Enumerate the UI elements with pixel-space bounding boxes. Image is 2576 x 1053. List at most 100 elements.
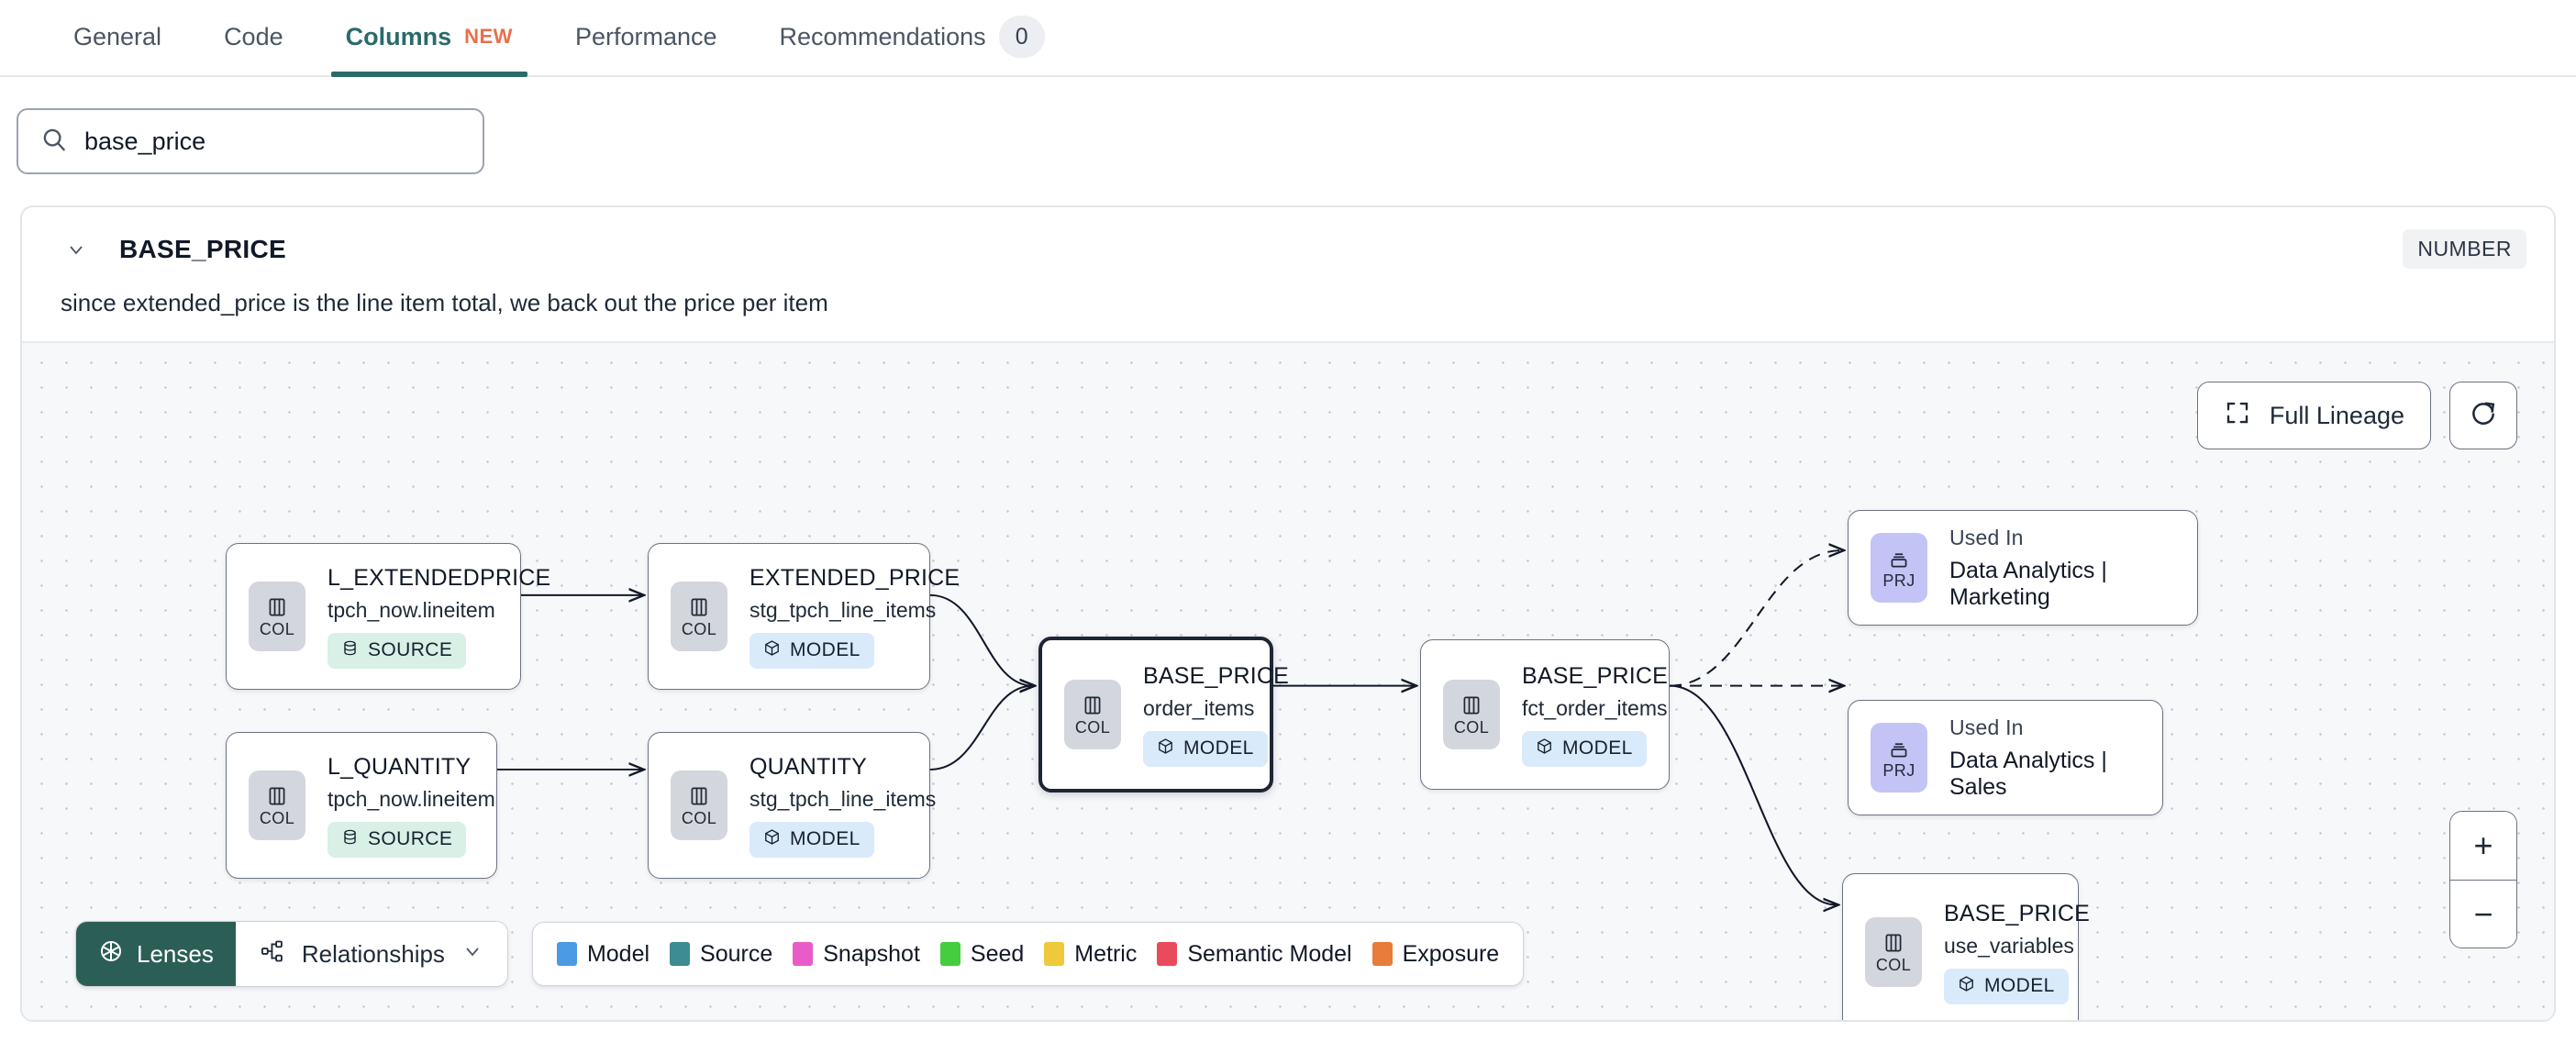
node-subtitle: Data Analytics | Sales [1949,747,2107,800]
legend-item-model: Model [556,940,650,968]
tab-bar: General Code Columns NEW Performance Rec… [0,0,2576,77]
node-title: L_EXTENDEDPRICE [328,564,551,591]
node-subtitle: order_items [1143,695,1255,720]
column-icon: COL [1064,680,1121,749]
search-box[interactable] [17,108,484,174]
cube-icon [763,828,781,851]
node-subtitle: stg_tpch_line_items [749,597,937,622]
node-tag: MODEL [1944,968,2069,1004]
node-tag: MODEL [1143,730,1268,767]
search-area [0,77,2576,174]
node-subtitle: fct_order_items [1522,695,1668,720]
search-icon [40,126,68,158]
cube-icon [763,639,781,662]
project-icon: PRJ [1871,533,1927,603]
node-title: QUANTITY [749,753,867,780]
relationships-dropdown[interactable]: Relationships [235,922,507,986]
node-subtitle: stg_tpch_line_items [749,786,937,811]
column-type-badge: NUMBER [2403,229,2526,269]
refresh-button[interactable] [2449,382,2517,449]
column-icon: COL [1865,917,1922,987]
lineage-node-extended-price[interactable]: COL EXTENDED_PRICE stg_tpch_line_items M… [648,543,960,690]
chevron-down-icon[interactable] [61,234,92,265]
node-tag-label: MODEL [1562,737,1633,759]
tab-label: Columns [345,22,452,50]
node-title: EXTENDED_PRICE [749,564,960,591]
cube-icon [1157,737,1174,760]
legend-swatch [556,942,577,966]
node-subtitle: tpch_now.lineitem [328,597,495,622]
tab-label: Recommendations [779,22,986,50]
legend-label: Seed [970,940,1025,967]
node-subtitle: use_variables [1944,933,2074,958]
lenses-button[interactable]: Lenses [76,922,236,986]
node-tag: MODEL [749,632,874,669]
legend-item-source: Source [670,941,772,968]
node-tag: SOURCE [328,632,467,669]
relationships-label: Relationships [301,939,445,968]
legend-item-snapshot: Snapshot [793,941,920,968]
column-icon: COL [671,582,727,651]
lineage-canvas[interactable]: COL L_EXTENDEDPRICE tpch_now.lineitem SO… [22,341,2554,1020]
legend-swatch [1157,942,1178,966]
node-tag-label: MODEL [1984,975,2055,996]
lineage-node-project-sales[interactable]: PRJ Used In Data Analytics | Sales [1848,700,2163,815]
lineage-node-base-price-fct-order-items[interactable]: COL BASE_PRICE fct_order_items MODEL [1420,639,1670,790]
search-input[interactable] [84,127,461,156]
legend-item-metric: Metric [1044,941,1137,968]
node-badge-label: COL [681,620,717,638]
node-tag: MODEL [749,821,874,858]
tab-label: General [73,22,162,50]
column-icon: COL [249,770,305,840]
node-tag-label: MODEL [1183,737,1254,759]
node-tag: MODEL [1522,730,1647,767]
column-icon: COL [1443,680,1500,749]
legend-label: Exposure [1402,940,1500,967]
lineage-node-base-price-order-items[interactable]: COL BASE_PRICE order_items MODEL [1038,637,1289,793]
column-description: since extended_price is the line item to… [61,289,828,316]
canvas-bottom-toolbar: Lenses Relationships [75,921,1525,987]
node-badge-label: COL [1453,718,1490,737]
full-lineage-label: Full Lineage [2269,401,2404,429]
tab-recommendations[interactable]: Recommendations 0 [749,0,1076,75]
legend-swatch [1044,942,1065,966]
node-title: BASE_PRICE [1944,900,2091,926]
lineage-node-l-quantity[interactable]: COL L_QUANTITY tpch_now.lineitem SOURCE [226,732,497,879]
column-header: BASE_PRICE NUMBER [22,207,2554,269]
column-icon: COL [671,770,727,840]
node-tag: SOURCE [328,821,467,858]
legend-label: Source [700,940,773,967]
node-title: BASE_PRICE [1143,662,1290,689]
legend-label: Semantic Model [1187,940,1352,967]
node-badge-label: COL [1875,956,1912,974]
node-title: Used In [1949,525,2024,549]
lineage-node-base-price-use-variables[interactable]: COL BASE_PRICE use_variables MODEL [1842,873,2090,1020]
tab-code[interactable]: Code [193,0,315,75]
tab-label: Performance [574,22,717,50]
tab-general[interactable]: General [42,0,193,75]
recommendations-count-badge: 0 [998,16,1045,58]
legend-item-semantic-model: Semantic Model [1157,940,1352,968]
tab-performance[interactable]: Performance [544,0,749,75]
node-badge-label: COL [681,809,717,827]
lineage-node-quantity[interactable]: COL QUANTITY stg_tpch_line_items MODEL [648,732,936,879]
node-title: Used In [1949,715,2024,739]
database-icon [341,639,359,662]
zoom-out-button[interactable]: − [2450,880,2516,948]
node-badge-label: PRJ [1882,761,1915,780]
legend-swatch [1371,942,1393,966]
legend-label: Metric [1074,940,1138,967]
node-badge-label: PRJ [1882,571,1915,590]
full-lineage-button[interactable]: Full Lineage [2196,382,2431,449]
lineage-node-l-extendedprice[interactable]: COL L_EXTENDEDPRICE tpch_now.lineitem SO… [226,543,550,690]
lineage-node-project-marketing[interactable]: PRJ Used In Data Analytics | Marketing [1848,510,2198,626]
column-card: BASE_PRICE NUMBER since extended_price i… [20,205,2556,1022]
zoom-in-button[interactable]: + [2450,812,2516,880]
lenses-label: Lenses [137,939,214,968]
legend-item-seed: Seed [939,940,1025,968]
tab-new-badge: NEW [464,25,513,48]
hierarchy-icon [260,938,285,970]
tab-columns[interactable]: Columns NEW [315,0,544,77]
legend-swatch [939,942,960,966]
legend-label: Model [586,940,650,967]
